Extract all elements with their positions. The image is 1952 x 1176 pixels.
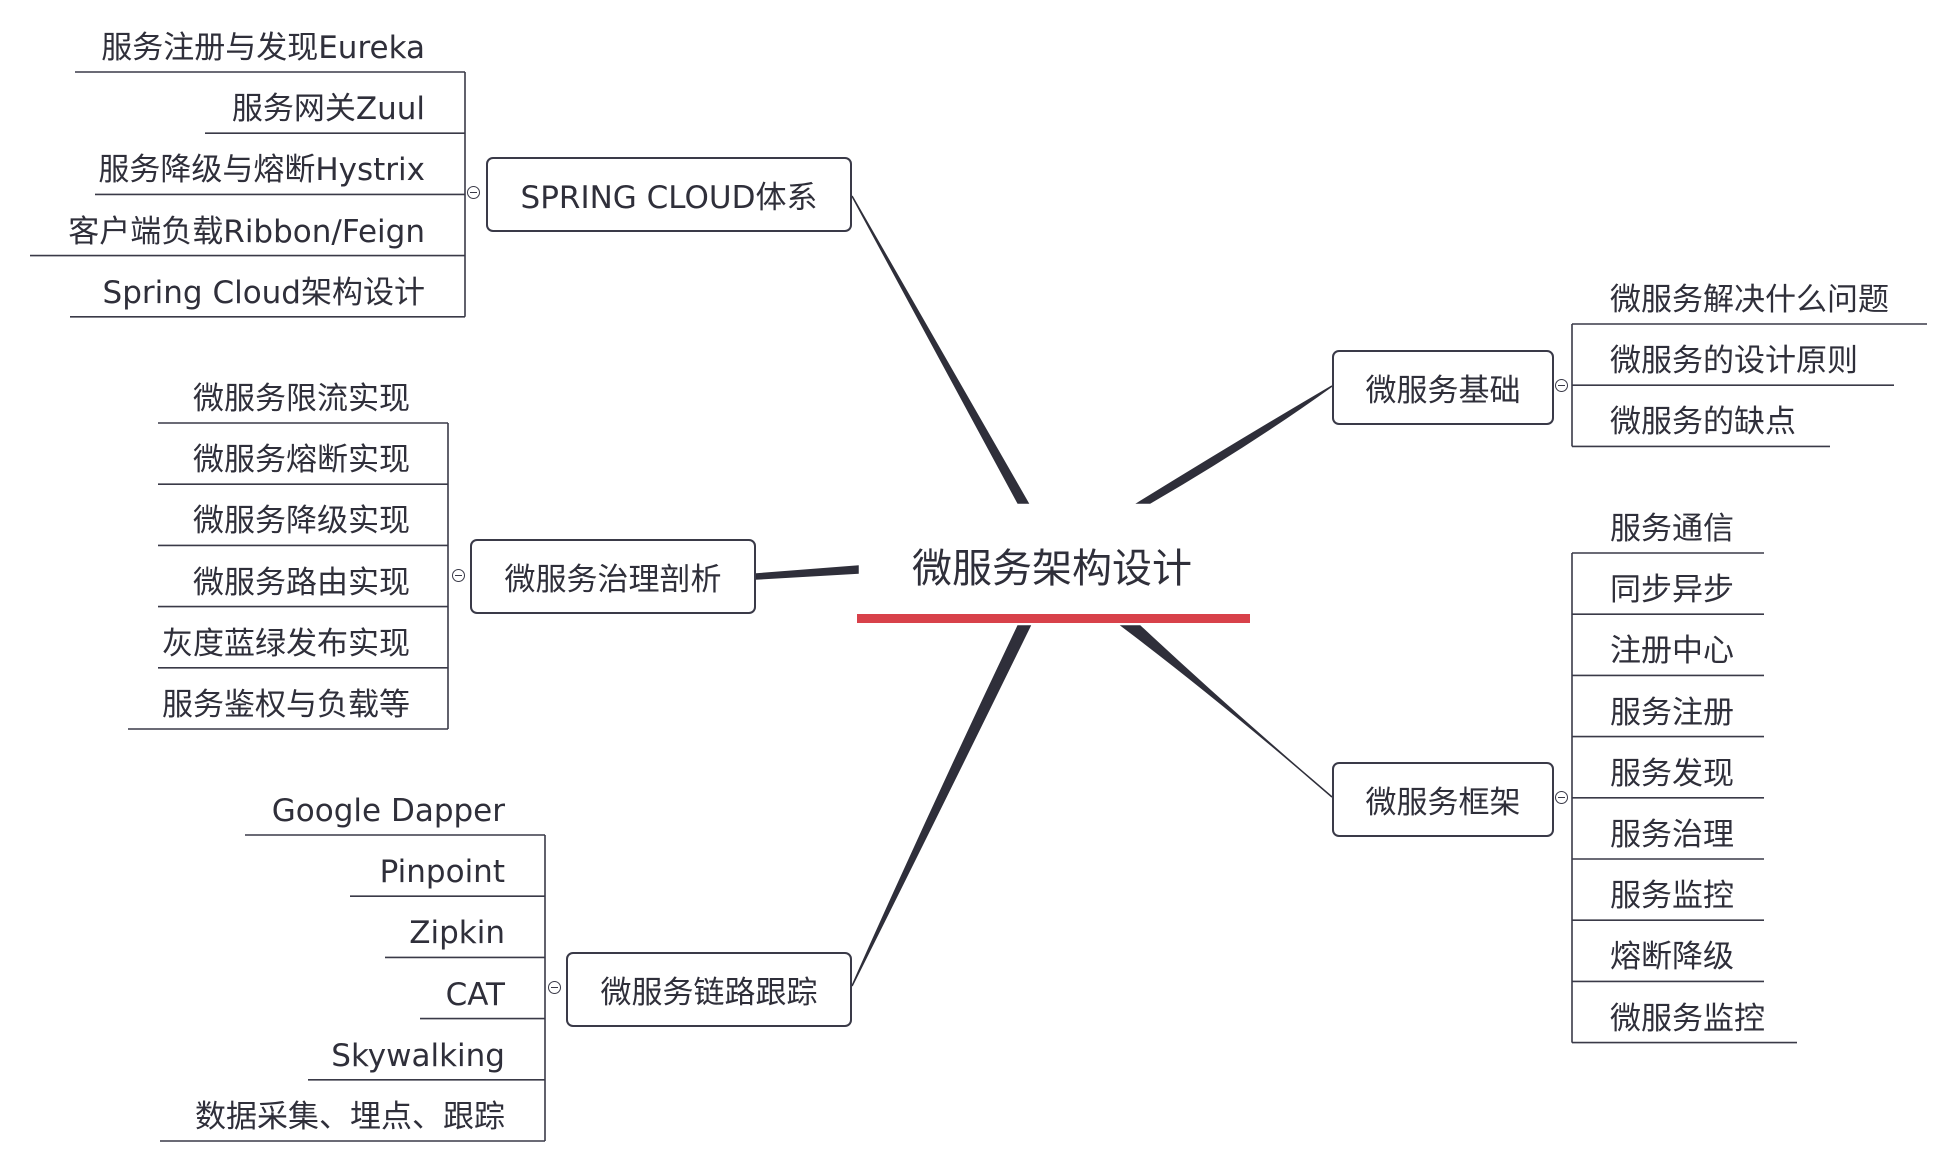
leaf-item-spring_cloud[interactable]: 服务网关Zuul [231,91,425,128]
leaf-item-spring_cloud[interactable]: 服务降级与熔断Hystrix [98,152,425,189]
leaf-item-tracing[interactable]: Zipkin [409,915,505,952]
leaf-item-framework[interactable]: 服务治理 [1610,817,1734,853]
leaf-item-framework[interactable]: 熔断降级 [1610,939,1734,976]
topic-governance[interactable]: 微服务治理剖析 [470,539,756,614]
collapse-toggle-basics[interactable] [1555,379,1568,392]
topic-basics[interactable]: 微服务基础 [1332,350,1554,425]
leaf-item-governance[interactable]: 服务鉴权与负载等 [162,687,410,723]
topic-framework[interactable]: 微服务框架 [1332,762,1554,837]
leaf-item-framework[interactable]: 服务通信 [1610,511,1734,547]
connector-governance [755,565,859,580]
collapse-toggle-spring-cloud[interactable] [467,186,480,199]
leaf-item-framework[interactable]: 微服务监控 [1610,1000,1765,1037]
leaf-item-spring_cloud[interactable]: 服务注册与发现Eureka [101,30,425,66]
leaf-item-framework[interactable]: 注册中心 [1610,633,1734,670]
topic-spring-cloud[interactable]: SPRING CLOUD体系 [486,157,852,232]
collapse-toggle-governance[interactable] [452,569,465,582]
leaf-item-governance[interactable]: 灰度蓝绿发布实现 [162,625,410,662]
root-topic[interactable]: 微服务架构设计 [912,546,1192,592]
leaf-item-basics[interactable]: 微服务解决什么问题 [1610,282,1889,318]
leaf-item-basics[interactable]: 微服务的缺点 [1610,404,1796,441]
leaf-item-framework[interactable]: 服务监控 [1610,878,1734,915]
leaf-item-tracing[interactable]: Skywalking [331,1037,505,1074]
leaf-item-framework[interactable]: 服务发现 [1610,755,1734,792]
leaf-item-governance[interactable]: 微服务限流实现 [193,381,410,417]
leaf-item-spring_cloud[interactable]: Spring Cloud架构设计 [102,274,425,311]
topic-tracing[interactable]: 微服务链路跟踪 [566,952,852,1027]
connector-tracing [851,625,1032,987]
leaf-item-tracing[interactable]: 数据采集、埋点、跟踪 [195,1099,505,1135]
leaf-item-governance[interactable]: 微服务路由实现 [193,564,410,601]
leaf-item-governance[interactable]: 微服务降级实现 [193,503,410,540]
collapse-toggle-framework[interactable] [1555,791,1568,804]
leaf-item-tracing[interactable]: Google Dapper [271,793,505,829]
connector-framework [1119,625,1333,798]
connector-basics [1135,385,1333,504]
leaf-item-tracing[interactable]: Pinpoint [379,854,505,891]
collapse-toggle-tracing[interactable] [548,981,561,994]
leaf-item-framework[interactable]: 同步异步 [1610,572,1734,609]
leaf-item-tracing[interactable]: CAT [445,976,505,1013]
leaf-item-spring_cloud[interactable]: 客户端负载Ribbon/Feign [68,213,425,250]
connector-spring-cloud [851,195,1030,504]
leaf-item-governance[interactable]: 微服务熔断实现 [193,442,410,479]
leaf-item-framework[interactable]: 服务注册 [1610,694,1734,731]
leaf-line-group [30,71,1927,1142]
leaf-item-basics[interactable]: 微服务的设计原则 [1610,343,1858,380]
root-underline [857,614,1250,623]
